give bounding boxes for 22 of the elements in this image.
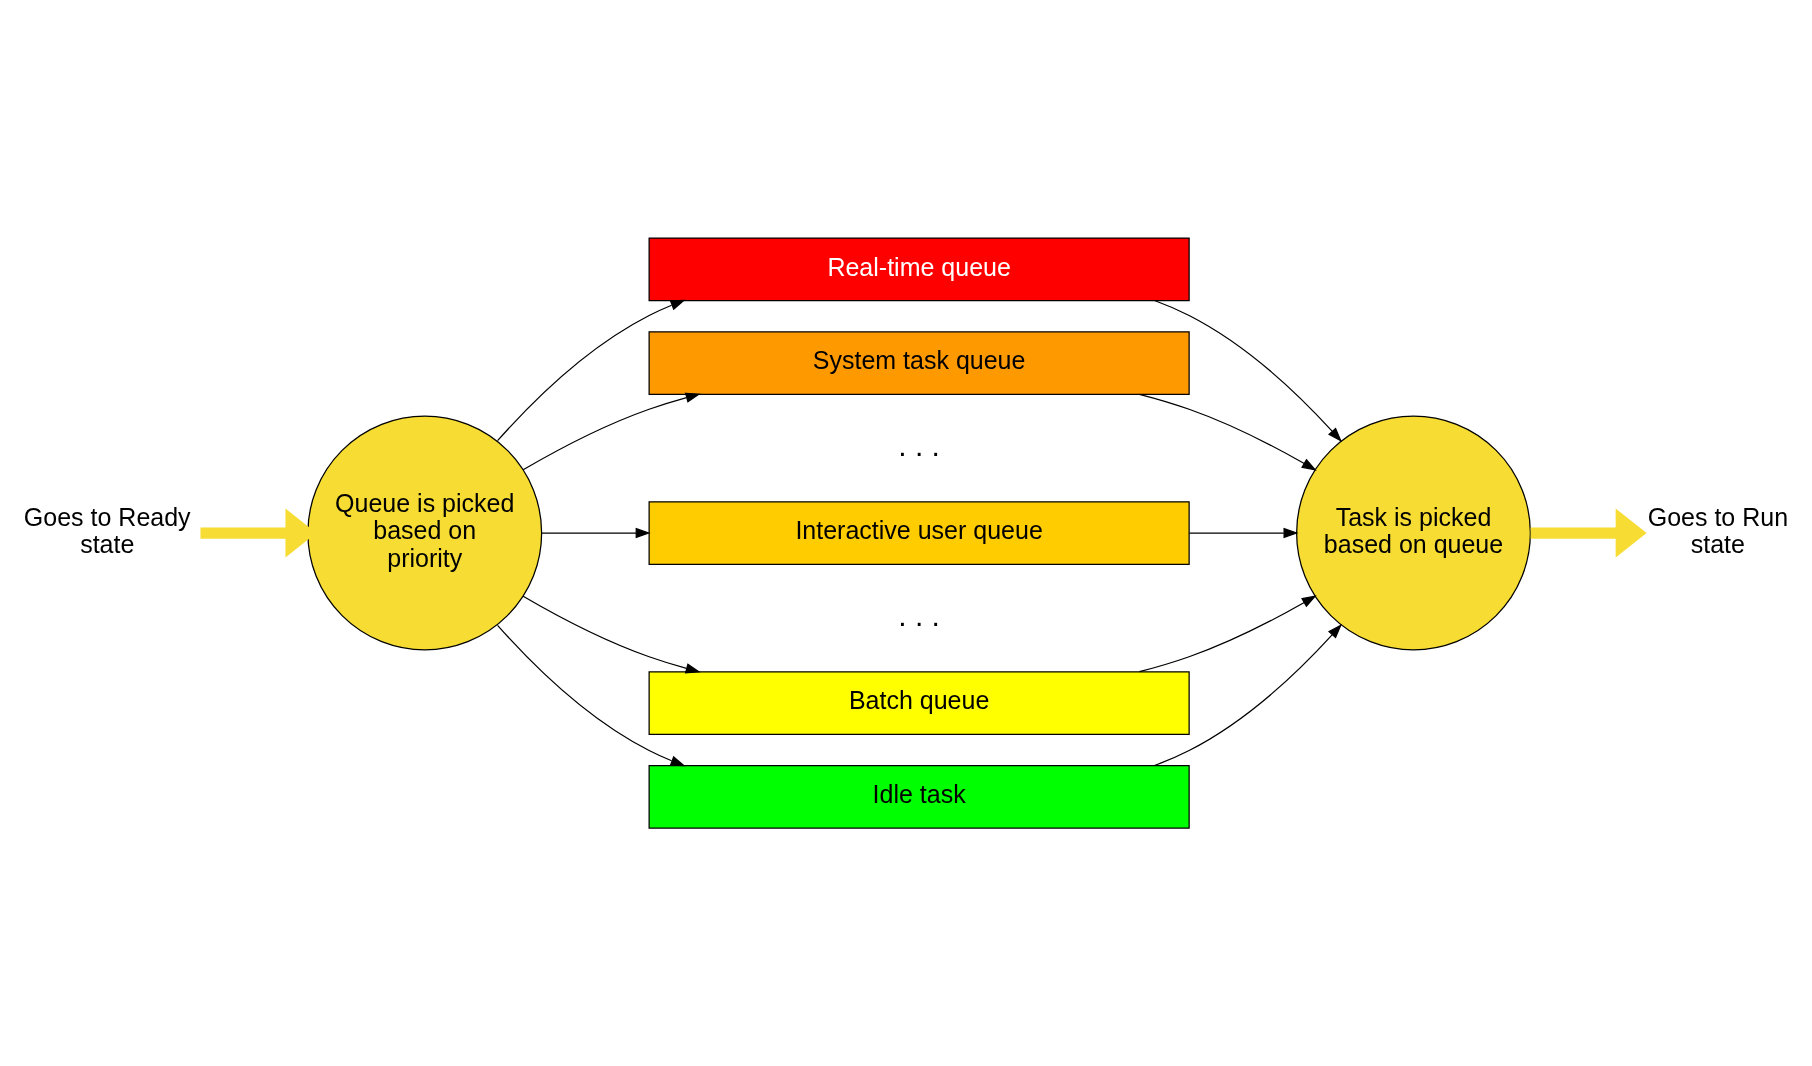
arrow	[1530, 508, 1647, 558]
node-circle: Queue is picked based on priority	[307, 415, 543, 651]
node-box: Real-time queue	[648, 237, 1190, 302]
arrow	[1153, 299, 1342, 443]
node-text: Goes to Ready state	[23, 502, 191, 558]
node-text: Goes to Run state	[1647, 502, 1789, 558]
node-box: Batch queue	[648, 671, 1190, 735]
arrow	[1138, 595, 1317, 673]
arrow	[496, 299, 686, 442]
arrow	[1188, 527, 1299, 539]
arrow	[541, 527, 651, 539]
arrow	[1153, 623, 1342, 767]
node-box: Idle task	[648, 764, 1190, 829]
arrow	[522, 595, 701, 674]
arrow	[496, 624, 686, 767]
label: . . .	[898, 428, 940, 462]
node-box: System task queue	[648, 331, 1190, 395]
node-box: Interactive user queue	[648, 501, 1190, 565]
label: . . .	[898, 598, 940, 632]
node-circle: Task is picked based on queue	[1296, 415, 1531, 651]
arrow	[1138, 393, 1317, 471]
arrow	[522, 392, 701, 471]
